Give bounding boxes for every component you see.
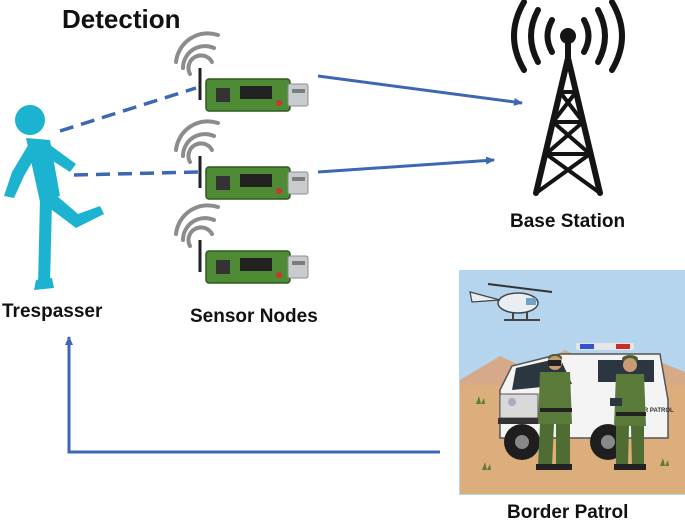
arrow-middle-to-base: [317, 156, 495, 174]
patrol-agent-tablet: [610, 355, 646, 470]
usb-connector: [287, 255, 309, 279]
detection-label: Detection: [62, 4, 181, 34]
sensor-node-middle: [174, 119, 309, 200]
detection-links: [59, 86, 199, 177]
chip-icon: [240, 174, 272, 187]
usb-slot-icon: [292, 177, 305, 181]
sensor-node-top: [174, 31, 309, 112]
trespasser-back-arm: [4, 142, 38, 198]
chip-icon: [240, 258, 272, 271]
patrol-agent-binoculars: [536, 354, 572, 470]
signal-waves-icon: [174, 203, 220, 248]
chip-icon: [216, 176, 230, 190]
trespasser-figure: [4, 105, 104, 290]
signal-waves-icon: [174, 119, 220, 164]
usb-connector: [287, 171, 309, 195]
trespasser-back-foot: [34, 278, 54, 290]
sensor-node-bottom: [174, 203, 309, 284]
chip-icon: [216, 88, 230, 102]
component-icon: [276, 272, 282, 278]
helicopter-icon: [469, 283, 553, 321]
usb-slot-icon: [292, 261, 305, 265]
trespasser-head: [15, 105, 45, 135]
base-station-label: Base Station: [510, 211, 626, 232]
detection-line-middle: [73, 170, 199, 177]
sensor-nodes-label: Sensor Nodes: [190, 306, 318, 327]
radio-waves-icon: [511, 0, 625, 73]
trespasser-front-arm: [42, 142, 76, 172]
arrow-top-to-base: [317, 74, 523, 106]
base-station-tower: [511, 0, 625, 196]
usb-connector: [287, 83, 309, 107]
trespasser-label: Trespasser: [2, 301, 103, 322]
component-icon: [276, 188, 282, 194]
grille: [499, 393, 539, 419]
chip-icon: [216, 260, 230, 274]
usb-slot-icon: [292, 89, 305, 93]
antenna-tip-icon: [560, 28, 576, 44]
border-patrol-scene: BORDER PATROL: [459, 270, 685, 495]
trespasser-front-leg: [44, 190, 104, 228]
trespasser-back-leg: [38, 198, 52, 286]
component-icon: [276, 100, 282, 106]
chip-icon: [240, 86, 272, 99]
detection-line-top: [59, 86, 197, 133]
border-patrol-label: Border Patrol: [507, 502, 629, 523]
desert-plants: [476, 396, 669, 470]
vehicle-door-text: BORDER PATROL: [622, 408, 674, 414]
signal-waves-icon: [174, 31, 220, 76]
arrow-patrol-to-trespasser: [65, 336, 440, 454]
